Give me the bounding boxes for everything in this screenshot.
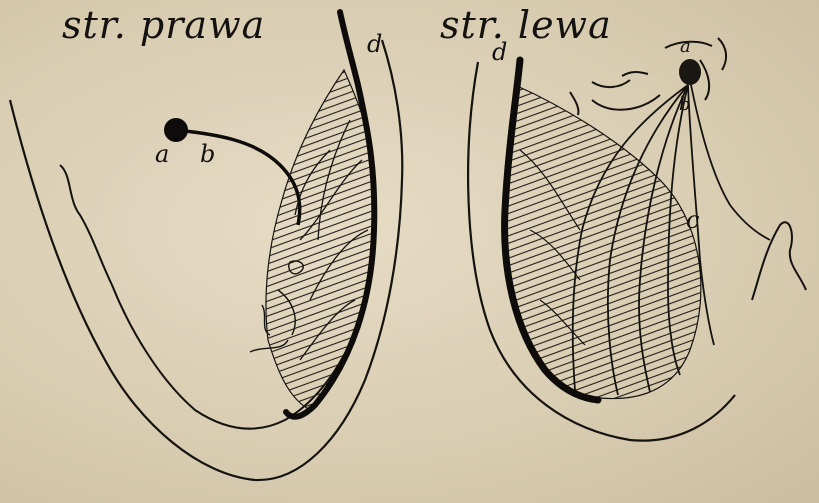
left-label-b: b xyxy=(679,94,691,115)
right-side-panel: str. prawa a b d xyxy=(10,3,402,480)
right-hatched-organ xyxy=(266,70,376,410)
right-label-d: d xyxy=(367,30,382,58)
left-label-d: d xyxy=(492,38,507,66)
left-label-a: a xyxy=(680,36,691,57)
right-label-a: a xyxy=(155,140,169,168)
left-label-c: c xyxy=(686,206,699,234)
left-outer-line xyxy=(690,80,770,240)
right-label-b: b xyxy=(200,140,215,168)
left-side-panel: str. lewa xyxy=(440,3,806,441)
right-side-title: str. prawa xyxy=(62,3,265,47)
left-side-title: str. lewa xyxy=(440,3,612,47)
left-node-b xyxy=(679,59,701,85)
left-top-structure xyxy=(570,38,726,115)
